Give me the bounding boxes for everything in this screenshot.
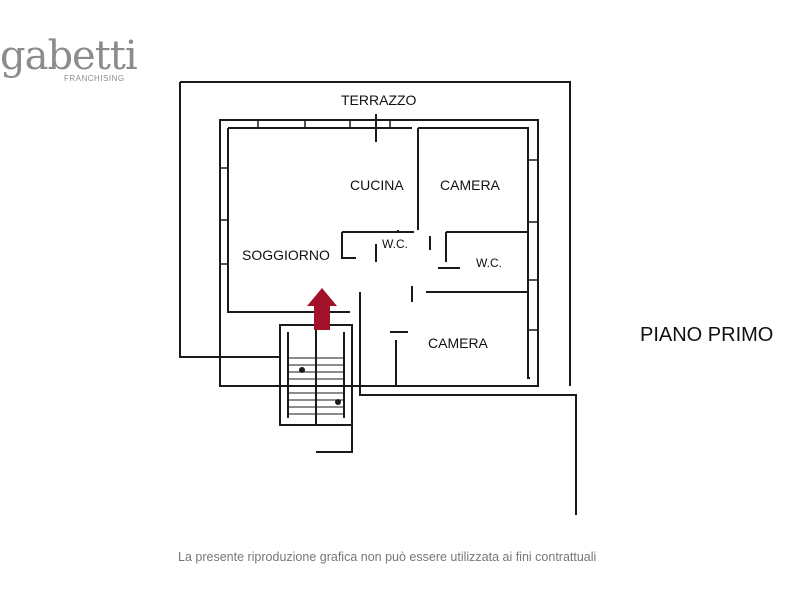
entrance-arrow-icon (307, 288, 337, 330)
right-inner-wall (418, 127, 530, 379)
room-label-wc-1: W.C. (382, 237, 408, 251)
terrace-outline (179, 81, 571, 386)
room-label-terrace: TERRAZZO (341, 92, 417, 108)
room-label-living: SOGGIORNO (242, 247, 330, 263)
brand-subtitle: FRANCHISING (64, 74, 125, 83)
disclaimer-text: La presente riproduzione grafica non può… (178, 550, 597, 564)
brand-name: gabetti (0, 33, 138, 79)
window-marks (220, 120, 538, 331)
stair-direction-icon (299, 367, 305, 373)
room-label-bedroom-2: CAMERA (428, 335, 488, 351)
room-label-wc-2: W.C. (476, 256, 502, 270)
living-inner-wall (227, 128, 350, 313)
stair-center (287, 325, 345, 425)
hall-bits (375, 230, 460, 386)
stair-direction-icon (335, 399, 341, 405)
stair-steps (288, 357, 344, 415)
brand-logo: gabetti FRANCHISING (0, 30, 140, 90)
room-label-bedroom-1: CAMERA (440, 177, 500, 193)
lower-extension (316, 386, 577, 515)
wc1-walls (341, 231, 414, 259)
floor-label: PIANO PRIMO (640, 324, 774, 346)
room-label-kitchen: CUCINA (350, 177, 404, 193)
wc2-walls (445, 231, 528, 262)
